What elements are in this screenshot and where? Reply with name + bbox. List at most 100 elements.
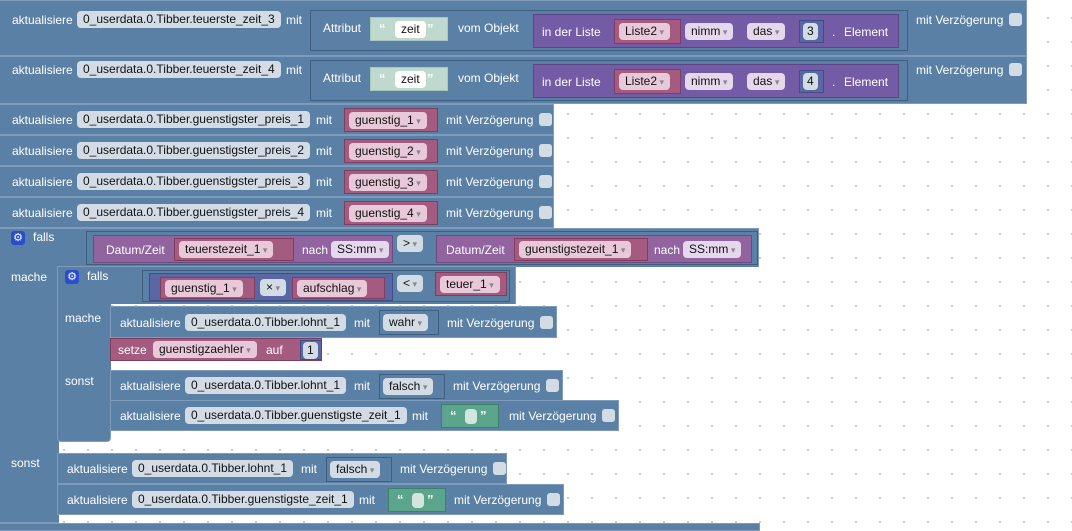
mode-dropdown[interactable]: nimm	[685, 73, 734, 90]
variable-dropdown[interactable]: guenstigzaehler	[153, 341, 257, 358]
object-id-field[interactable]: 0_userdata.0.Tibber.guenstigster_preis_2	[77, 142, 311, 159]
delay-checkbox[interactable]	[539, 144, 552, 157]
variable-block[interactable]: teuerstezeit_1	[174, 238, 294, 261]
delay-checkbox[interactable]	[1009, 63, 1022, 76]
set-variable-block[interactable]: setze guenstigzaehler auf 1	[110, 338, 322, 361]
compare-block[interactable]: Datum/Zeit teuerstezeit_1 nach SS:mm > D…	[86, 231, 758, 265]
date-format-block[interactable]: Datum/Zeit teuerstezeit_1 nach SS:mm	[93, 235, 393, 263]
boolean-dropdown[interactable]: falsch	[383, 378, 434, 395]
next-block[interactable]	[0, 523, 760, 531]
boolean-block[interactable]: falsch	[326, 457, 392, 482]
format-dropdown[interactable]: SS:mm	[683, 241, 742, 258]
gear-icon[interactable]: ⚙	[65, 270, 79, 284]
delay-checkbox[interactable]	[493, 462, 506, 475]
boolean-dropdown[interactable]: wahr	[383, 314, 429, 331]
number-block[interactable]: 3	[799, 20, 824, 43]
variable-block[interactable]: aufschlag	[292, 277, 385, 299]
update-block-guenstigste-zeit[interactable]: aktualisiere 0_userdata.0.Tibber.guensti…	[57, 484, 564, 515]
object-id-field[interactable]: 0_userdata.0.Tibber.guenstigster_preis_3	[77, 173, 311, 190]
variable-dropdown[interactable]: aufschlag	[297, 280, 368, 297]
mode-dropdown[interactable]: nimm	[685, 23, 734, 40]
math-block[interactable]: guenstig_1 × aufschlag	[149, 273, 393, 301]
variable-dropdown[interactable]: guenstig_4	[349, 205, 427, 222]
gear-icon[interactable]: ⚙	[11, 231, 25, 245]
update-block-lohnt[interactable]: aktualisiere 0_userdata.0.Tibber.lohnt_1…	[110, 306, 557, 338]
delay-checkbox[interactable]	[546, 379, 559, 392]
text-block[interactable]: “ zeit ”	[370, 67, 448, 91]
date-format-block[interactable]: Datum/Zeit guenstigstezeit_1 nach SS:mm	[436, 235, 752, 263]
close-quote-icon: ”	[427, 21, 434, 36]
list-get-block[interactable]: in der Liste Liste2 nimm das 4 . Element	[533, 64, 899, 98]
empty-text-block[interactable]: “ ”	[388, 488, 446, 512]
attribute-block[interactable]: Attribut “ zeit ” vom Objekt in der List…	[310, 60, 908, 101]
number-field[interactable]: 1	[303, 342, 318, 359]
object-id-field[interactable]: 0_userdata.0.Tibber.guenstigste_zeit_1	[132, 491, 354, 508]
number-block[interactable]: 1	[300, 340, 322, 360]
object-id-field[interactable]: 0_userdata.0.Tibber.lohnt_1	[132, 460, 293, 477]
object-id-field[interactable]: 0_userdata.0.Tibber.guenstigster_preis_1	[77, 111, 311, 128]
where-dropdown[interactable]: das	[747, 23, 786, 40]
update-block-guenstigster-preis[interactable]: aktualisiere 0_userdata.0.Tibber.guensti…	[0, 197, 554, 228]
compare-block[interactable]: guenstig_1 × aufschlag < teuer_1	[142, 270, 510, 302]
variable-block[interactable]: guenstig_3	[344, 170, 438, 194]
variable-dropdown[interactable]: guenstig_2	[349, 143, 427, 160]
variable-block[interactable]: guenstig_1	[344, 108, 438, 132]
operator-dropdown[interactable]: >	[397, 235, 424, 252]
empty-text-block[interactable]: “ ”	[441, 404, 499, 428]
update-block-guenstigste-zeit[interactable]: aktualisiere 0_userdata.0.Tibber.guensti…	[110, 400, 619, 431]
object-id-field[interactable]: 0_userdata.0.Tibber.teuerste_zeit_4	[77, 61, 281, 78]
variable-dropdown[interactable]: guenstigstezeit_1	[519, 241, 632, 258]
object-id-field[interactable]: 0_userdata.0.Tibber.lohnt_1	[185, 377, 346, 394]
variable-block[interactable]: guenstigstezeit_1	[514, 238, 648, 261]
variable-dropdown[interactable]: guenstig_1	[349, 112, 427, 129]
text-field[interactable]	[412, 493, 424, 508]
variable-dropdown[interactable]: guenstig_1	[165, 280, 243, 297]
update-block-guenstigster-preis[interactable]: aktualisiere 0_userdata.0.Tibber.guensti…	[0, 166, 554, 197]
variable-dropdown[interactable]: Liste2	[619, 73, 671, 90]
number-field[interactable]: 4	[803, 73, 818, 90]
boolean-dropdown[interactable]: falsch	[330, 461, 381, 478]
object-id-field[interactable]: 0_userdata.0.Tibber.teuerste_zeit_3	[77, 11, 281, 28]
delay-checkbox[interactable]	[539, 206, 552, 219]
delay-checkbox[interactable]	[539, 113, 552, 126]
variable-block[interactable]: guenstig_1	[160, 277, 255, 299]
operator-dropdown[interactable]: <	[397, 275, 424, 292]
number-block[interactable]: 4	[799, 70, 824, 93]
object-id-field[interactable]: 0_userdata.0.Tibber.lohnt_1	[185, 314, 346, 331]
variable-block[interactable]: guenstig_4	[344, 201, 438, 225]
boolean-block[interactable]: falsch	[379, 374, 445, 399]
update-block-guenstigster-preis[interactable]: aktualisiere 0_userdata.0.Tibber.guensti…	[0, 104, 554, 135]
update-block-teuerste-zeit-3[interactable]: aktualisiere 0_userdata.0.Tibber.teuerst…	[0, 0, 1027, 56]
list-variable-block[interactable]: Liste2	[614, 19, 681, 44]
variable-dropdown[interactable]: guenstig_3	[349, 174, 427, 191]
update-block-lohnt[interactable]: aktualisiere 0_userdata.0.Tibber.lohnt_1…	[57, 453, 507, 484]
attribute-block[interactable]: Attribut “ zeit ” vom Objekt in der List…	[310, 10, 908, 51]
text-field[interactable]: zeit	[395, 21, 426, 38]
delay-checkbox[interactable]	[547, 493, 560, 506]
variable-dropdown[interactable]: teuer_1	[440, 276, 500, 293]
delay-checkbox[interactable]	[539, 175, 552, 188]
variable-dropdown[interactable]: Liste2	[619, 23, 671, 40]
where-dropdown[interactable]: das	[747, 73, 786, 90]
label-falls: falls	[33, 230, 55, 244]
math-operator-dropdown[interactable]: ×	[260, 279, 287, 296]
object-id-field[interactable]: 0_userdata.0.Tibber.guenstigster_preis_4	[77, 204, 311, 221]
update-block-lohnt[interactable]: aktualisiere 0_userdata.0.Tibber.lohnt_1…	[110, 370, 563, 401]
list-variable-block[interactable]: Liste2	[614, 69, 681, 94]
object-id-field[interactable]: 0_userdata.0.Tibber.guenstigste_zeit_1	[185, 407, 407, 424]
update-block-guenstigster-preis[interactable]: aktualisiere 0_userdata.0.Tibber.guensti…	[0, 135, 554, 166]
delay-checkbox[interactable]	[602, 409, 615, 422]
format-dropdown[interactable]: SS:mm	[331, 241, 390, 258]
text-block[interactable]: “ zeit ”	[370, 17, 448, 41]
text-field[interactable]	[465, 409, 477, 424]
variable-block[interactable]: teuer_1	[435, 272, 507, 296]
delay-checkbox[interactable]	[1009, 13, 1022, 26]
boolean-block[interactable]: wahr	[379, 310, 439, 335]
number-field[interactable]: 3	[803, 23, 818, 40]
variable-block[interactable]: guenstig_2	[344, 139, 438, 163]
variable-dropdown[interactable]: teuerstezeit_1	[179, 241, 274, 258]
list-get-block[interactable]: in der Liste Liste2 nimm das 3 . Element	[533, 14, 899, 48]
delay-checkbox[interactable]	[540, 316, 553, 329]
text-field[interactable]: zeit	[395, 71, 426, 88]
update-block-teuerste-zeit-4[interactable]: aktualisiere 0_userdata.0.Tibber.teuerst…	[0, 56, 1027, 104]
